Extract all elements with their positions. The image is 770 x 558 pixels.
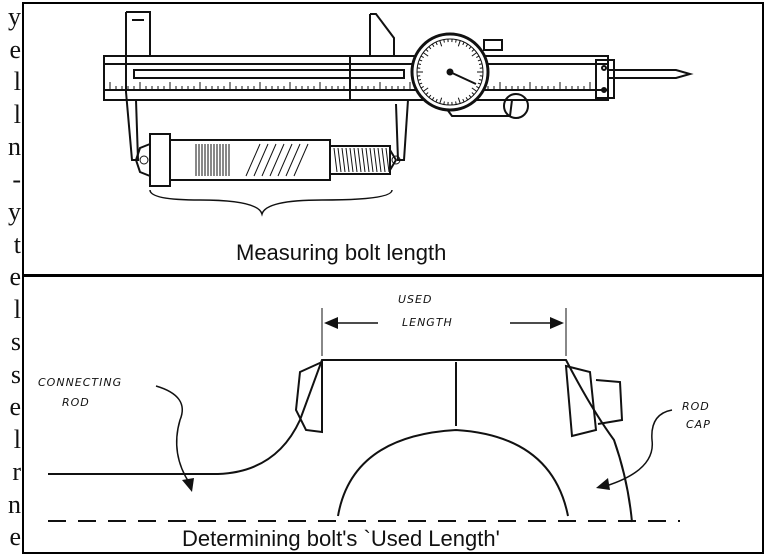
cap-callout-leader — [605, 409, 673, 487]
caliper-thumb-wheel — [503, 93, 529, 119]
margin-letter: l — [13, 424, 21, 454]
caliper-dial — [410, 32, 490, 112]
rod-cap-label-line1: ROD — [682, 400, 710, 413]
margin-letter: t — [13, 229, 21, 259]
bolt-being-measured — [134, 133, 398, 187]
margin-letter: y — [8, 2, 21, 31]
caliper-depth-rod — [608, 69, 694, 79]
connecting-rod-label-line1: CONNECTING — [38, 376, 123, 389]
dial-needle — [449, 71, 477, 85]
panel-divider — [22, 274, 764, 277]
figure-frame — [22, 2, 764, 554]
margin-letter: s — [10, 359, 21, 389]
margin-letter: s — [10, 327, 21, 356]
margin-letter: n — [8, 132, 21, 161]
length-bracket — [149, 189, 393, 217]
margin-letter: e — [9, 34, 21, 64]
margin-letter: r — [12, 457, 21, 486]
margin-letter: - — [12, 164, 21, 194]
margin-letter: e — [9, 262, 21, 291]
caliper-fixed-jaw — [125, 11, 151, 56]
bearing-bore — [337, 428, 569, 517]
bottom-panel-caption: Determining bolt's `Used Length' — [178, 526, 504, 552]
right-bolt-nut — [564, 364, 598, 438]
margin-letter: e — [9, 392, 21, 421]
margin-letter: y — [8, 197, 21, 226]
margin-letter: n — [8, 489, 21, 519]
caliper-sliding-jaw — [369, 13, 395, 56]
margin-letter: l — [13, 99, 21, 129]
used-length-label-line1: USED — [398, 293, 433, 306]
margin-letter: l — [13, 67, 21, 96]
top-panel-caption: Measuring bolt length — [236, 240, 447, 265]
margin-letter: l — [13, 294, 21, 324]
connecting-rod-body — [48, 359, 633, 523]
rod-cap-label-line2: CAP — [686, 418, 711, 431]
right-bolt-thread — [595, 379, 624, 425]
left-bolt-head — [294, 360, 323, 434]
rod-callout-leader — [155, 385, 191, 485]
connecting-rod-label-line2: ROD — [62, 396, 90, 409]
margin-letter: e — [9, 522, 21, 551]
used-length-label-line2: LENGTH — [402, 316, 453, 329]
